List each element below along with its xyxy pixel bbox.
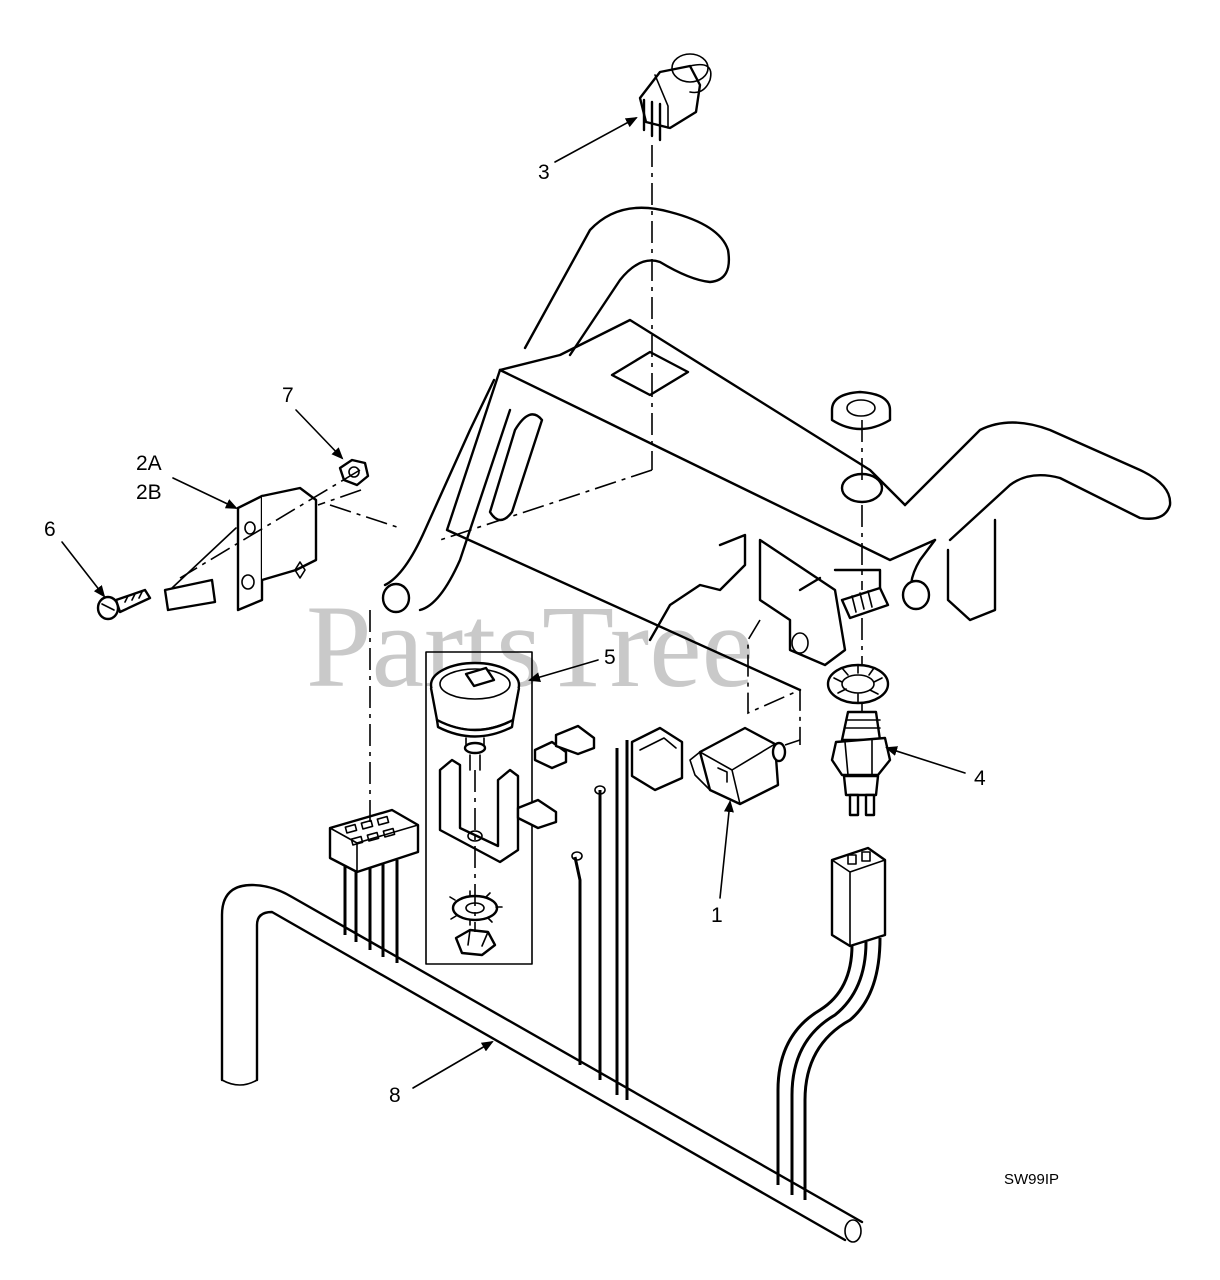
top-nut	[830, 390, 892, 431]
part-1-switch[interactable]	[630, 726, 787, 806]
spade-connectors	[516, 724, 629, 1100]
part-3-ignition-switch[interactable]	[638, 53, 712, 142]
callout-labels: 3 7 2A 2B 6 5 1 4 8 SW99IP	[44, 161, 1059, 1188]
part-8-wiring-harness[interactable]	[220, 883, 864, 1243]
assembly-lines	[179, 145, 863, 825]
callout-2: 2A	[136, 452, 162, 475]
drawing-code: SW99IP	[1004, 1171, 1059, 1188]
callout-4: 4	[974, 767, 986, 790]
part-6-screw[interactable]	[96, 588, 152, 621]
callout-8: 8	[389, 1084, 401, 1107]
part-5-hour-meter-kit[interactable]	[425, 651, 533, 965]
part-2-switch-assembly[interactable]	[163, 486, 318, 612]
callout-3: 3	[538, 161, 550, 184]
part-7-nut[interactable]	[338, 458, 370, 487]
main-bracket	[381, 206, 1172, 692]
part-4-sensor-switch[interactable]	[830, 710, 892, 817]
callout-2b: 2B	[136, 481, 162, 504]
lock-washer-right	[826, 663, 890, 705]
callout-6: 6	[44, 518, 56, 541]
mounting-stud	[840, 586, 890, 620]
watermark: PartsTree	[306, 581, 754, 712]
leader-arrows	[61, 117, 966, 1089]
callout-5: 5	[604, 646, 616, 669]
callout-7: 7	[282, 384, 294, 407]
harness-connector-block	[328, 808, 420, 963]
harness-connector-right	[776, 846, 887, 1200]
callout-1: 1	[711, 904, 723, 927]
